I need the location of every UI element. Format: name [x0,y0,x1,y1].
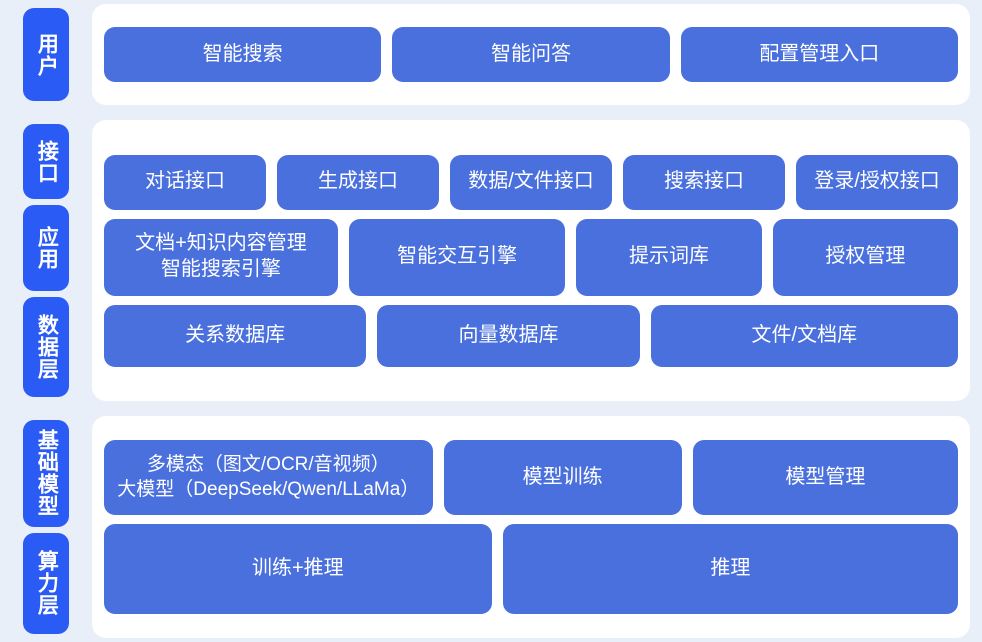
layer-tab-column: 基础模型算力层 [0,416,92,638]
module-card[interactable]: 提示词库 [576,218,762,296]
module-card[interactable]: 推理 [502,524,958,614]
module-card[interactable]: 文档+知识内容管理 智能搜索引擎 [104,218,338,296]
module-card[interactable]: 模型训练 [443,440,682,515]
layer-panel: 智能搜索智能问答配置管理入口 [92,4,970,105]
module-card[interactable]: 授权管理 [772,218,958,296]
layer-panel: 对话接口生成接口数据/文件接口搜索接口登录/授权接口文档+知识内容管理 智能搜索… [92,120,970,401]
layer-tab-column: 接口应用数据层 [0,120,92,401]
module-card[interactable]: 登录/授权接口 [796,154,958,210]
module-card[interactable]: 搜索接口 [623,154,785,210]
card-row: 多模态（图文/OCR/音视频） 大模型（DeepSeek/Qwen/LLaMa）… [104,440,958,515]
layer-tab-column: 用户 [0,4,92,105]
section-foundation: 基础模型算力层多模态（图文/OCR/音视频） 大模型（DeepSeek/Qwen… [0,416,982,638]
module-card[interactable]: 文件/文档库 [650,304,958,367]
module-card[interactable]: 智能交互引擎 [348,218,566,296]
layer-tab[interactable]: 算力层 [23,532,69,634]
module-card[interactable]: 对话接口 [104,154,266,210]
layer-tab[interactable]: 基础模型 [23,420,69,527]
module-card[interactable]: 配置管理入口 [680,27,958,82]
module-card[interactable]: 数据/文件接口 [450,154,612,210]
layer-panel: 多模态（图文/OCR/音视频） 大模型（DeepSeek/Qwen/LLaMa）… [92,416,970,638]
card-row: 关系数据库向量数据库文件/文档库 [104,304,958,367]
layer-tab[interactable]: 应用 [23,205,69,291]
section-platform: 接口应用数据层对话接口生成接口数据/文件接口搜索接口登录/授权接口文档+知识内容… [0,120,982,401]
card-row: 训练+推理推理 [104,524,958,614]
module-card[interactable]: 智能问答 [392,27,670,82]
module-card[interactable]: 训练+推理 [104,524,492,614]
layer-tab[interactable]: 接口 [23,124,69,200]
section-user: 用户智能搜索智能问答配置管理入口 [0,4,982,105]
layer-tab[interactable]: 数据层 [23,296,69,398]
module-card[interactable]: 智能搜索 [104,27,382,82]
module-card[interactable]: 关系数据库 [104,304,367,367]
card-row: 对话接口生成接口数据/文件接口搜索接口登录/授权接口 [104,154,958,210]
card-row: 智能搜索智能问答配置管理入口 [104,27,958,82]
layer-tab[interactable]: 用户 [23,8,69,101]
module-card[interactable]: 模型管理 [692,440,958,515]
module-card[interactable]: 生成接口 [277,154,439,210]
module-card[interactable]: 向量数据库 [377,304,640,367]
card-row: 文档+知识内容管理 智能搜索引擎智能交互引擎提示词库授权管理 [104,218,958,296]
module-card[interactable]: 多模态（图文/OCR/音视频） 大模型（DeepSeek/Qwen/LLaMa） [104,440,433,515]
